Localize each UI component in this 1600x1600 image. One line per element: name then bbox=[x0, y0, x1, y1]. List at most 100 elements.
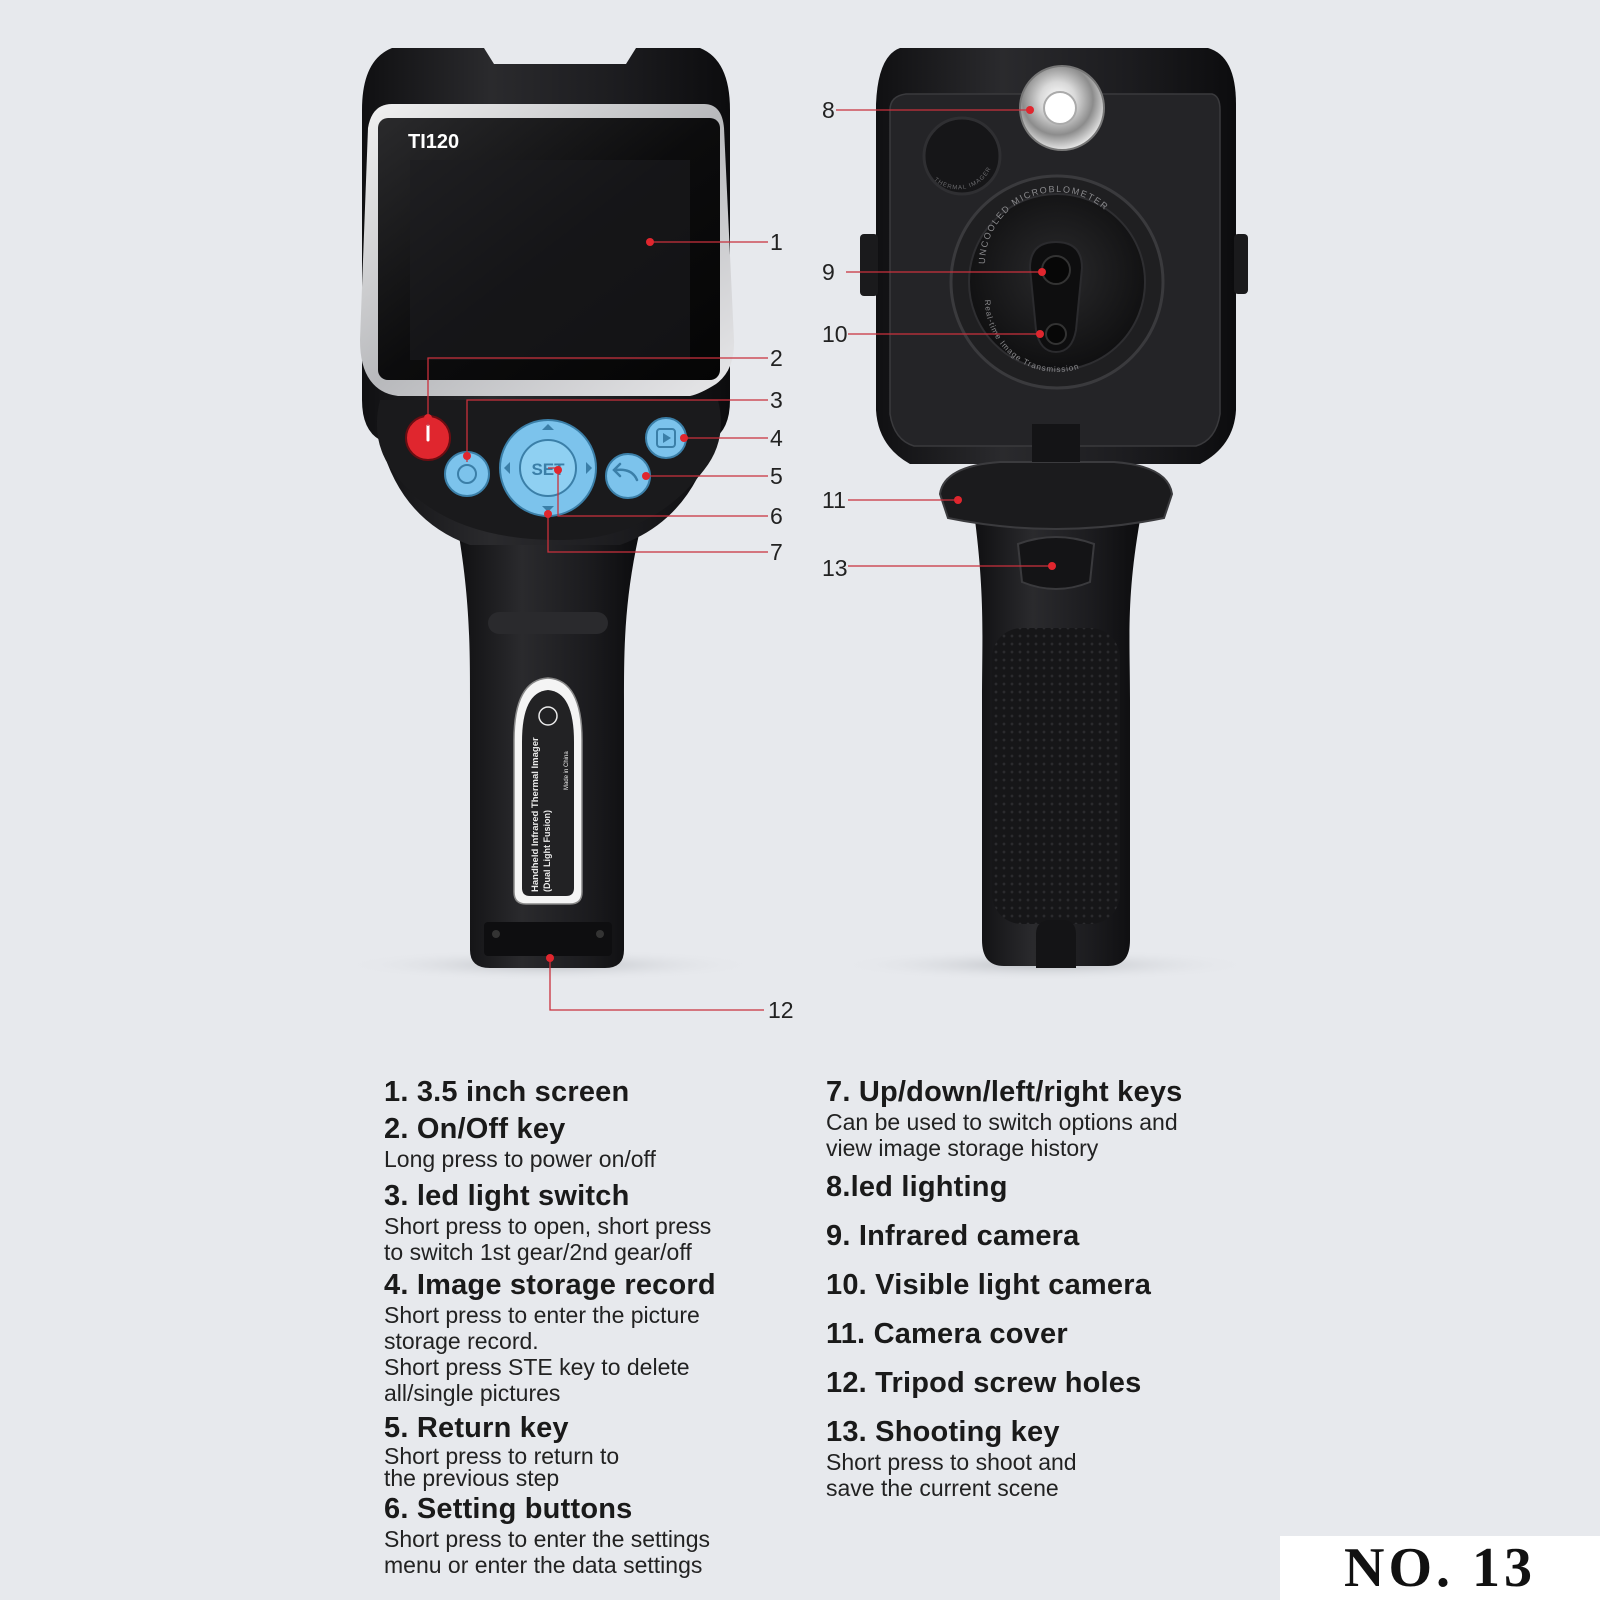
legend-title-5: 5. Return key bbox=[384, 1412, 569, 1444]
legend-desc-4-3: Short press STE key to delete bbox=[384, 1354, 690, 1380]
callout-numbers: 1 2 3 4 5 6 7 8 9 10 11 12 13 bbox=[768, 97, 848, 1023]
legend-desc-4-2: storage record. bbox=[384, 1328, 539, 1354]
front-device: TI120 SET Handheld Infrared Thermal Imag… bbox=[360, 48, 735, 968]
legend-title-2: 2. On/Off key bbox=[384, 1113, 566, 1145]
shooting-key[interactable] bbox=[1016, 536, 1096, 590]
legend-title-3: 3. led light switch bbox=[384, 1180, 630, 1212]
tripod-base bbox=[484, 922, 612, 956]
tripod-hole-right bbox=[596, 930, 604, 938]
callout-13: 13 bbox=[822, 555, 848, 581]
legend-right: 7. Up/down/left/right keys Can be used t… bbox=[826, 1076, 1246, 1501]
back-grip-texture bbox=[992, 628, 1120, 924]
recycle-icon bbox=[538, 706, 558, 726]
legend-title-9: 9. Infrared camera bbox=[826, 1220, 1080, 1252]
set-key-label: SET bbox=[531, 460, 565, 479]
legend-desc-2-1: Long press to power on/off bbox=[384, 1146, 656, 1172]
callout-6: 6 bbox=[770, 503, 783, 529]
legend-title-7: 7. Up/down/left/right keys bbox=[826, 1076, 1183, 1108]
legend-desc-5-1: Short press to return to bbox=[384, 1443, 620, 1469]
leader-lines bbox=[427, 109, 1052, 1011]
dot-9 bbox=[1038, 268, 1046, 276]
legend-title-11: 11. Camera cover bbox=[826, 1318, 1068, 1350]
legend-item-1: 1. 3.5 inch screen bbox=[384, 1076, 784, 1109]
leader-dots bbox=[424, 106, 1056, 962]
leader-6 bbox=[548, 467, 768, 517]
callout-5: 5 bbox=[770, 463, 783, 489]
legend-desc-13-1: Short press to shoot and bbox=[826, 1449, 1077, 1475]
legend-desc-5-2: the previous step bbox=[384, 1465, 560, 1491]
legend-item-4: 4. Image storage record Short press to e… bbox=[384, 1269, 784, 1406]
legend-item-5: 5. Return key Short press to return to t… bbox=[384, 1412, 784, 1491]
back-side-button-right[interactable] bbox=[1234, 234, 1248, 294]
legend-title-4: 4. Image storage record bbox=[384, 1269, 716, 1301]
legend-desc-3-2: to switch 1st gear/2nd gear/off bbox=[384, 1239, 692, 1265]
back-side-button-left[interactable] bbox=[860, 234, 878, 296]
legend-title-13: 13. Shooting key bbox=[826, 1416, 1060, 1448]
legend-desc-4-1: Short press to enter the picture bbox=[384, 1302, 700, 1328]
back-bottom-cap bbox=[1036, 920, 1076, 968]
dot-8 bbox=[1026, 106, 1034, 114]
callout-9: 9 bbox=[822, 259, 835, 285]
dot-1 bbox=[646, 238, 654, 246]
callout-10: 10 bbox=[822, 321, 848, 347]
callout-4: 4 bbox=[770, 425, 783, 451]
legend-item-12: 12. Tripod screw holes bbox=[826, 1367, 1246, 1400]
legend-title-12: 12. Tripod screw holes bbox=[826, 1367, 1142, 1399]
callout-1: 1 bbox=[770, 229, 783, 255]
device-illustration: TI120 SET Handheld Infrared Thermal Imag… bbox=[340, 48, 1255, 1023]
leader-2 bbox=[427, 357, 768, 426]
legend-desc-7-2: view image storage history bbox=[826, 1135, 1099, 1161]
dot-6 bbox=[554, 466, 562, 474]
arrow-right-icon bbox=[586, 462, 592, 474]
screen-reflection bbox=[410, 160, 690, 360]
dot-12 bbox=[546, 954, 554, 962]
legend-desc-4-4: all/single pictures bbox=[384, 1380, 561, 1406]
legend-item-6: 6. Setting buttons Short press to enter … bbox=[384, 1493, 784, 1578]
label-plate-line2: (Dual Light Fusion) bbox=[542, 810, 552, 892]
callout-3: 3 bbox=[770, 387, 783, 413]
dot-2 bbox=[424, 414, 432, 422]
led-core bbox=[1043, 91, 1077, 125]
tripod-hole-left bbox=[492, 930, 500, 938]
leader-12 bbox=[549, 958, 764, 1011]
back-device: THERMAL IMAGER UNCOOLED MICROBLOMETER Re… bbox=[860, 48, 1248, 968]
legend-item-13: 13. Shooting key Short press to shoot an… bbox=[826, 1416, 1246, 1501]
legend-title-1: 1. 3.5 inch screen bbox=[384, 1076, 630, 1108]
callout-12: 12 bbox=[768, 997, 794, 1023]
callout-7: 7 bbox=[770, 539, 783, 565]
legend-title-10: 10. Visible light camera bbox=[826, 1269, 1152, 1301]
legend-title-6: 6. Setting buttons bbox=[384, 1493, 633, 1525]
dot-3 bbox=[463, 452, 471, 460]
legend-item-3: 3. led light switch Short press to open,… bbox=[384, 1180, 784, 1265]
legend-item-2: 2. On/Off key Long press to power on/off bbox=[384, 1113, 784, 1172]
arrow-down-icon bbox=[542, 506, 554, 512]
callout-11: 11 bbox=[822, 487, 846, 513]
number-badge: NO. 13 bbox=[1280, 1536, 1600, 1600]
legend-item-9: 9. Infrared camera bbox=[826, 1220, 1246, 1253]
legend-desc-13-2: save the current scene bbox=[826, 1475, 1059, 1501]
label-plate-made-in: Made in China bbox=[564, 751, 570, 790]
legend-item-10: 10. Visible light camera bbox=[826, 1269, 1246, 1302]
play-icon bbox=[663, 433, 671, 443]
sun-icon bbox=[457, 464, 477, 484]
dot-13 bbox=[1048, 562, 1056, 570]
label-plate-inner bbox=[522, 690, 574, 896]
small-lens bbox=[922, 116, 1002, 196]
legend-item-8: 8.led lighting bbox=[826, 1171, 1246, 1204]
legend-desc-3-1: Short press to open, short press bbox=[384, 1213, 712, 1239]
dot-7 bbox=[544, 510, 552, 518]
visible-light-lens bbox=[1045, 323, 1067, 345]
dot-10 bbox=[1036, 330, 1044, 338]
legend-left: 1. 3.5 inch screen 2. On/Off key Long pr… bbox=[384, 1076, 784, 1578]
camera-cover[interactable] bbox=[938, 461, 1174, 530]
legend-desc-7-1: Can be used to switch options and bbox=[826, 1109, 1178, 1135]
dot-11 bbox=[954, 496, 962, 504]
dot-5 bbox=[642, 472, 650, 480]
callout-8: 8 bbox=[822, 97, 835, 123]
front-grip-strip bbox=[488, 612, 608, 634]
dot-4 bbox=[680, 434, 688, 442]
legend-title-8: 8.led lighting bbox=[826, 1171, 1008, 1203]
legend-item-7: 7. Up/down/left/right keys Can be used t… bbox=[826, 1076, 1246, 1161]
leader-7 bbox=[547, 512, 768, 553]
